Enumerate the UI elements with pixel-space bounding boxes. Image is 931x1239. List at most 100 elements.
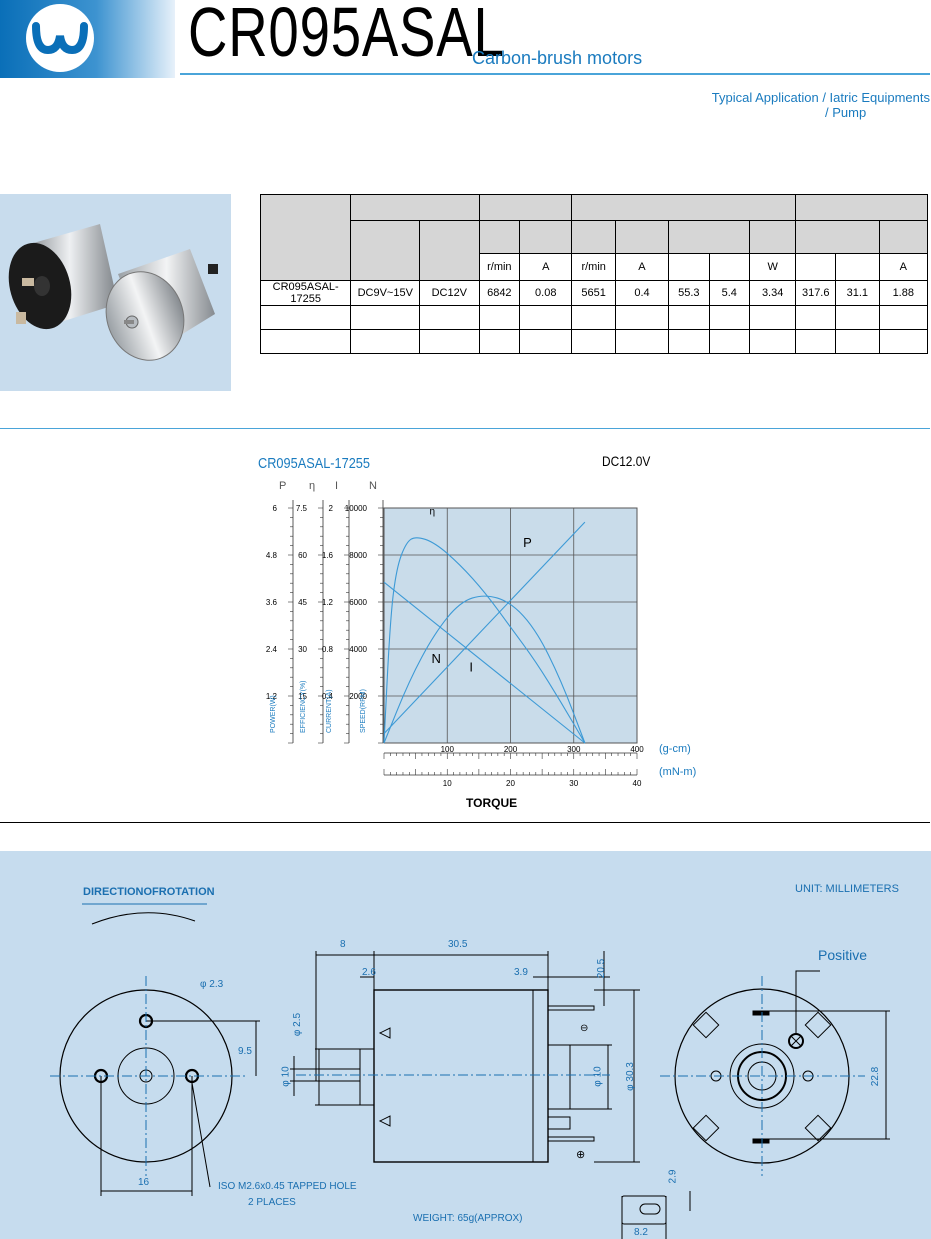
positive-label: Positive xyxy=(818,947,868,963)
y-tick-label: 2.4 xyxy=(266,645,278,654)
header-cell xyxy=(614,220,670,255)
table-cell xyxy=(748,304,797,330)
header-cell-nominal xyxy=(419,220,480,281)
table-cell: 31.1 xyxy=(835,279,880,306)
series-label: Carbon-brush motors xyxy=(472,48,643,68)
dim-2-9: 2.9 xyxy=(667,1169,679,1184)
y-axis-label: EFFICIENCY(%) xyxy=(300,681,307,734)
direction-label: DIRECTIONOFROTATION xyxy=(83,886,215,898)
header-group-no-load xyxy=(478,193,573,222)
header-cell xyxy=(571,220,616,255)
x-axis-label: TORQUE xyxy=(466,796,518,810)
unit-cell: A xyxy=(614,253,670,281)
table-cell xyxy=(259,304,352,330)
dim-hole: φ 2.3 xyxy=(200,979,224,990)
table-cell xyxy=(571,328,616,355)
y-tick-label: 7.5 xyxy=(296,504,308,513)
weight-label: WEIGHT: 65g(APPROX) xyxy=(413,1213,523,1224)
minus-marker: ⊖ xyxy=(580,1023,588,1034)
y-tick-label: 45 xyxy=(298,598,307,607)
table-cell xyxy=(795,328,837,355)
series-label-eta: η xyxy=(430,506,436,517)
y-tick-label: 1.2 xyxy=(266,692,278,701)
y-axis-symbol: I xyxy=(335,480,338,492)
chart-title: CR095ASAL-17255 xyxy=(258,455,371,472)
dim-30-5: 30.5 xyxy=(448,939,468,950)
table-cell xyxy=(708,304,750,330)
dim-8: 8 xyxy=(340,939,346,950)
y-tick-label: 1.6 xyxy=(322,551,334,560)
table-cell xyxy=(419,328,480,355)
product-photo xyxy=(0,194,231,391)
header-group-voltage xyxy=(350,193,480,222)
table-cell xyxy=(878,328,929,355)
x-unit-label: (g-cm) xyxy=(659,743,691,755)
dim-9-5: 9.5 xyxy=(238,1046,252,1057)
header-cell xyxy=(795,220,880,255)
header-cell-operating-range xyxy=(350,220,421,281)
table-row xyxy=(259,304,929,330)
table-cell: 5651 xyxy=(571,279,616,306)
x-tick-label: 300 xyxy=(567,745,581,754)
table-cell: 6842 xyxy=(478,279,521,306)
table-cell: 317.6 xyxy=(795,279,837,306)
header-cell xyxy=(519,220,573,255)
title-divider xyxy=(180,73,930,75)
table-cell: CR095ASAL-17255 xyxy=(259,279,352,306)
unit-cell: r/min xyxy=(478,253,521,281)
section-divider xyxy=(0,822,930,823)
table-cell xyxy=(835,304,880,330)
unit-cell xyxy=(795,253,837,281)
unit-label: UNIT: MILLIMETERS xyxy=(795,883,899,895)
header-cell xyxy=(668,220,750,255)
y-tick-label: 6000 xyxy=(349,598,367,607)
tapped-hole-count: 2 PLACES xyxy=(248,1197,296,1208)
dim-10-shaft: φ 10 xyxy=(280,1066,292,1087)
table-cell xyxy=(614,328,670,355)
y-tick-label: 3.6 xyxy=(266,598,278,607)
y-axis-symbol: η xyxy=(309,480,315,492)
unit-cell: A xyxy=(519,253,573,281)
y-axis-label: POWER(W) xyxy=(270,695,277,733)
table-cell xyxy=(519,304,573,330)
table-cell xyxy=(259,328,352,355)
dim-10-boss: φ 10 xyxy=(592,1066,604,1087)
y-tick-label: 30 xyxy=(298,645,307,654)
y-axis-label: SPEED(RPM) xyxy=(360,689,367,733)
header-cell xyxy=(748,220,797,255)
logo-mark-icon xyxy=(26,4,94,72)
y-tick-label: 4000 xyxy=(349,645,367,654)
drawing-lines: ⊖ ⊕ xyxy=(50,903,890,1239)
table-cell xyxy=(668,328,710,355)
table-row: CR095ASAL-17255 DC9V~15V DC12V 6842 0.08… xyxy=(259,279,929,306)
table-cell xyxy=(519,328,573,355)
dim-3-9: 3.9 xyxy=(514,967,528,978)
y-tick-label: 4.8 xyxy=(266,551,278,560)
table-cell xyxy=(478,304,521,330)
table-cell: 55.3 xyxy=(668,279,710,306)
header-cell-model xyxy=(259,194,352,281)
x-tick-label: 30 xyxy=(569,779,578,788)
motor-photo-image xyxy=(8,224,218,361)
series-line-I xyxy=(383,521,586,734)
table-cell xyxy=(350,304,421,330)
series-label-p: P xyxy=(523,535,532,550)
table-cell xyxy=(571,304,616,330)
table-cell: 1.88 xyxy=(878,279,929,306)
dim-2-6: 2.6 xyxy=(362,967,376,978)
y-axis-label: CURRENT(A) xyxy=(326,689,333,733)
table-cell xyxy=(478,328,521,355)
table-cell: 0.4 xyxy=(614,279,670,306)
y-tick-label: 60 xyxy=(298,551,307,560)
y-tick-label: 1.2 xyxy=(322,598,334,607)
model-title: CR095ASAL xyxy=(188,0,505,71)
table-cell xyxy=(878,304,929,330)
section-divider xyxy=(0,428,930,429)
spec-table: r/min A r/min A W A CR095ASAL-17255 DC9V… xyxy=(259,193,929,355)
unit-cell: A xyxy=(878,253,929,281)
header-cell xyxy=(478,220,521,255)
dim-8-2: 8.2 xyxy=(634,1227,648,1238)
x-tick-label: 400 xyxy=(630,745,644,754)
table-cell: 3.34 xyxy=(748,279,797,306)
series-line-η xyxy=(383,537,586,744)
